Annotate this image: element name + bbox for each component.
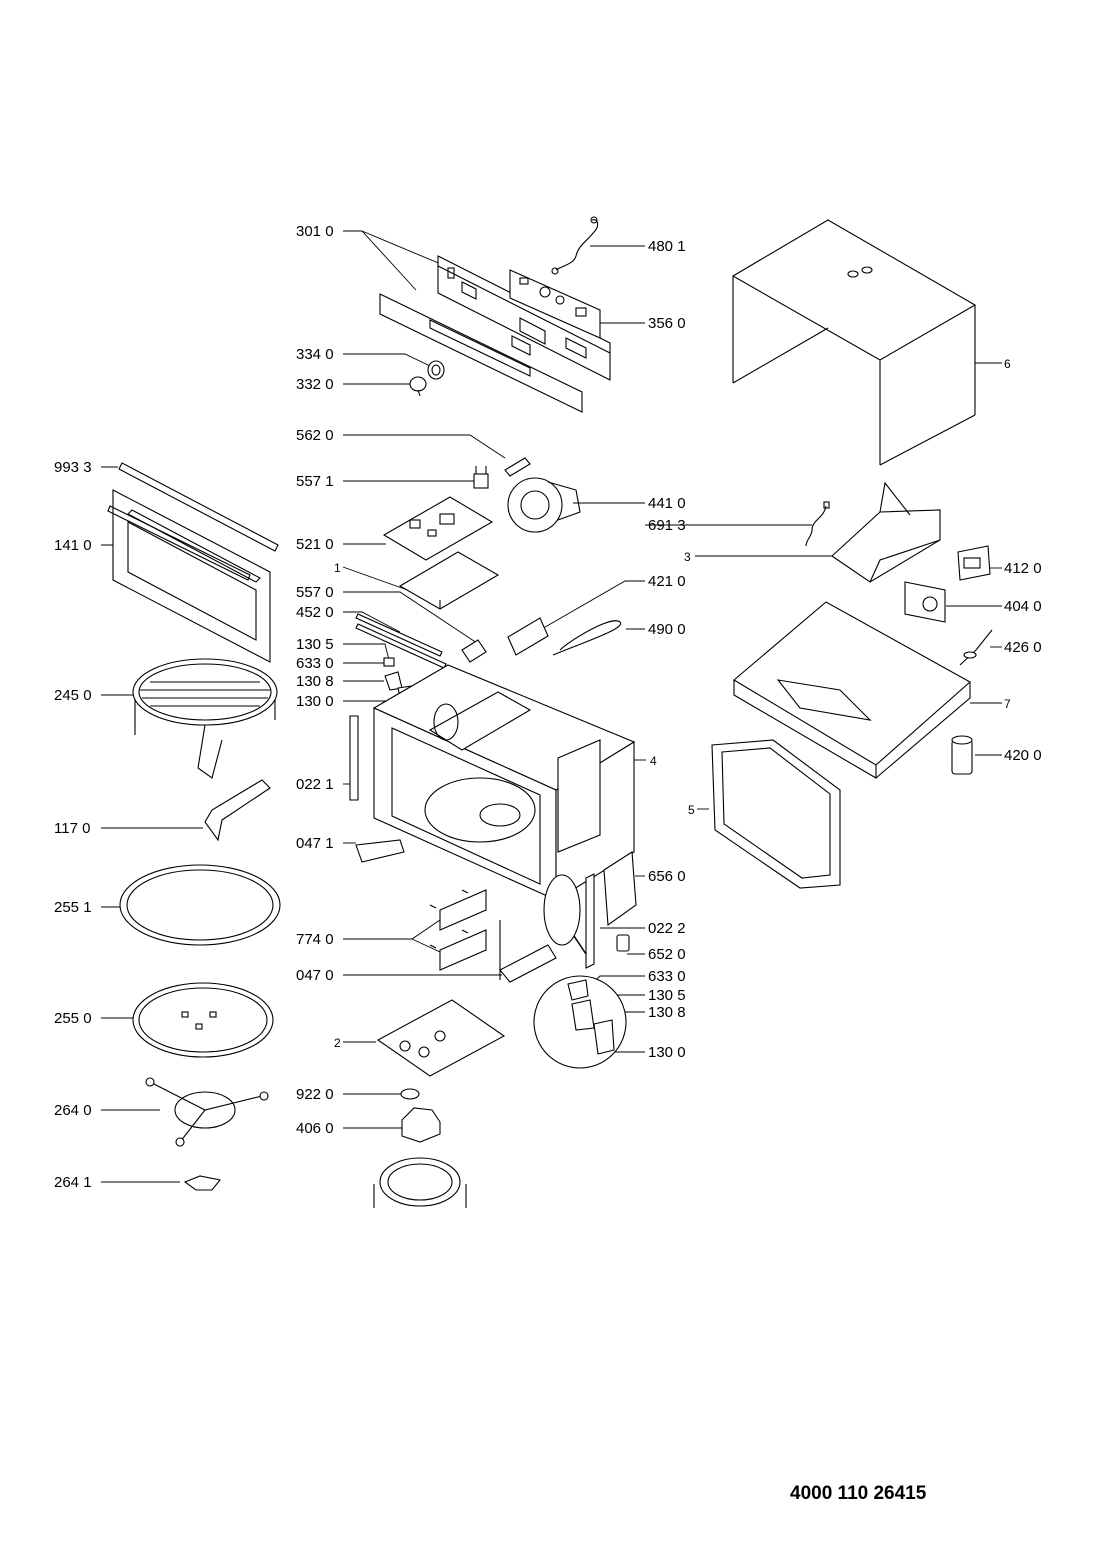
part-door-strip-993 bbox=[118, 462, 279, 552]
callout-633-0-b: 633 0 bbox=[648, 968, 686, 985]
part-thermostat-557-0 bbox=[461, 639, 487, 663]
document-number: 4000 110 26415 bbox=[790, 1483, 927, 1504]
part-display-board-356 bbox=[509, 269, 601, 339]
callout-022-2: 022 2 bbox=[648, 920, 686, 937]
part-turntable-255-0 bbox=[132, 982, 274, 1058]
part-tray-5 bbox=[711, 739, 841, 889]
callout-356-0: 356 0 bbox=[648, 315, 686, 332]
detail-circle-small bbox=[543, 874, 581, 946]
callout-656-0: 656 0 bbox=[648, 868, 686, 885]
part-hinge-047-1 bbox=[355, 839, 405, 863]
callout-5: 5 bbox=[688, 803, 695, 817]
callout-3: 3 bbox=[684, 550, 691, 564]
part-fuse-562 bbox=[504, 457, 531, 477]
callout-264-0: 264 0 bbox=[54, 1102, 92, 1119]
callout-557-1: 557 1 bbox=[296, 473, 334, 490]
callout-404-0: 404 0 bbox=[1004, 598, 1042, 615]
part-capacitor-420 bbox=[951, 735, 973, 775]
part-wire-691 bbox=[805, 501, 830, 547]
callout-255-1: 255 1 bbox=[54, 899, 92, 916]
callout-480-1: 480 1 bbox=[648, 238, 686, 255]
part-bottom-plate-2 bbox=[376, 999, 506, 1077]
part-diode-426 bbox=[959, 629, 993, 666]
detail-circle-switches bbox=[533, 975, 627, 1069]
callout-441-0: 441 0 bbox=[648, 495, 686, 512]
part-grill-rack-245 bbox=[132, 658, 278, 779]
callout-691-3: 691 3 bbox=[648, 517, 686, 534]
callout-022-1: 022 1 bbox=[296, 776, 334, 793]
part-base-plate-7 bbox=[733, 601, 971, 779]
callout-490-0: 490 0 bbox=[648, 621, 686, 638]
callout-420-0: 420 0 bbox=[1004, 747, 1042, 764]
callout-130-8-b: 130 8 bbox=[648, 1004, 686, 1021]
callout-245-0: 245 0 bbox=[54, 687, 92, 704]
part-wire-harness-480 bbox=[551, 216, 599, 275]
callout-1: 1 bbox=[334, 561, 341, 575]
part-knob-cap-332 bbox=[409, 376, 427, 397]
part-coupler-264-1 bbox=[183, 1175, 221, 1191]
part-side-strip-022-1 bbox=[349, 715, 359, 801]
part-pcb-521 bbox=[382, 496, 494, 561]
part-covers-774 bbox=[429, 889, 487, 971]
callout-130-8-a: 130 8 bbox=[296, 673, 334, 690]
part-waveguide-3 bbox=[831, 481, 941, 583]
part-lamp-652 bbox=[616, 934, 630, 952]
callout-652-0: 652 0 bbox=[648, 946, 686, 963]
callout-774-0: 774 0 bbox=[296, 931, 334, 948]
callout-562-0: 562 0 bbox=[296, 427, 334, 444]
callout-633-0-a: 633 0 bbox=[296, 655, 334, 672]
callout-255-0: 255 0 bbox=[54, 1010, 92, 1027]
part-roller-support-264-0 bbox=[145, 1077, 269, 1147]
part-magnetron-404 bbox=[904, 581, 946, 623]
callout-117-0: 117 0 bbox=[54, 820, 90, 837]
callout-521-0: 521 0 bbox=[296, 536, 334, 553]
callout-labels: 301 0 480 1 356 0 334 0 332 0 562 0 993 … bbox=[54, 223, 1042, 1191]
callout-130-0-b: 130 0 bbox=[648, 1044, 686, 1061]
part-transformer-412 bbox=[957, 545, 991, 581]
callout-332-0: 332 0 bbox=[296, 376, 334, 393]
part-knob-334 bbox=[427, 360, 445, 380]
callout-4: 4 bbox=[650, 754, 657, 768]
part-bracket-1 bbox=[398, 551, 500, 610]
callout-130-5-b: 130 5 bbox=[648, 987, 686, 1004]
part-side-strip-022-2 bbox=[585, 873, 595, 969]
part-cable-490 bbox=[552, 620, 622, 656]
callout-452-0: 452 0 bbox=[296, 604, 334, 621]
part-grill-element-117 bbox=[204, 779, 271, 842]
callout-557-0: 557 0 bbox=[296, 584, 334, 601]
callout-412-0: 412 0 bbox=[1004, 560, 1042, 577]
part-seal-ring bbox=[373, 1157, 467, 1208]
callout-7: 7 bbox=[1004, 697, 1011, 711]
callout-334-0: 334 0 bbox=[296, 346, 334, 363]
part-door-141 bbox=[107, 489, 271, 663]
part-fan-441 bbox=[507, 477, 581, 533]
part-capacitor-421 bbox=[507, 617, 549, 656]
callout-047-0: 047 0 bbox=[296, 967, 334, 984]
callout-406-0: 406 0 bbox=[296, 1120, 334, 1137]
part-outer-casing-6 bbox=[731, 219, 977, 466]
part-thermostat-557-1 bbox=[473, 466, 489, 489]
part-rod-452 bbox=[355, 613, 447, 669]
callout-2: 2 bbox=[334, 1036, 341, 1050]
callout-130-5-a: 130 5 bbox=[296, 636, 334, 653]
callout-301-0: 301 0 bbox=[296, 223, 334, 240]
part-control-panel-301 bbox=[379, 255, 611, 413]
callout-993-3: 993 3 bbox=[54, 459, 92, 476]
callout-130-0-a: 130 0 bbox=[296, 693, 334, 710]
callout-922-0: 922 0 bbox=[296, 1086, 334, 1103]
part-coupling-922 bbox=[400, 1088, 420, 1100]
part-motor-406 bbox=[401, 1107, 441, 1143]
part-hinge-047-0 bbox=[499, 920, 557, 983]
part-cavity-4 bbox=[372, 664, 636, 901]
callout-6: 6 bbox=[1004, 357, 1011, 371]
callout-426-0: 426 0 bbox=[1004, 639, 1042, 656]
callout-141-0: 141 0 bbox=[54, 537, 92, 554]
callout-047-1: 047 1 bbox=[296, 835, 334, 852]
part-roller-ring-255-1 bbox=[119, 864, 281, 946]
part-cover-656 bbox=[603, 851, 637, 927]
callout-421-0: 421 0 bbox=[648, 573, 686, 590]
callout-264-1: 264 1 bbox=[54, 1174, 92, 1191]
